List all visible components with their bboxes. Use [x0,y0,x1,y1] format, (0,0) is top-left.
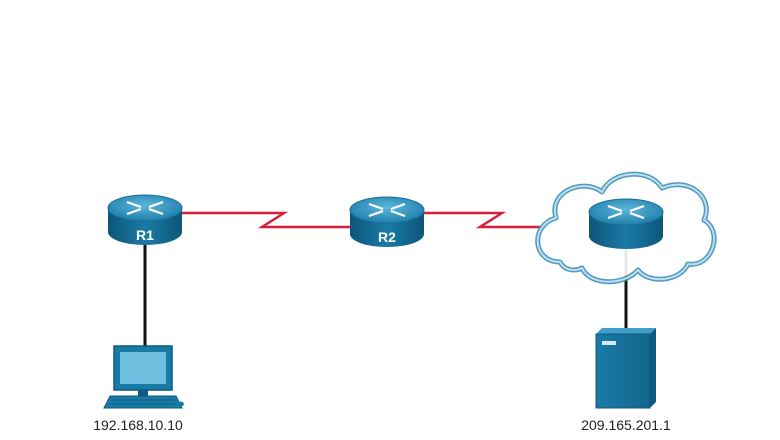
router-arrows-icon [607,204,645,220]
router-r1[interactable]: R1 [107,194,183,245]
router-label-r1: R1 [136,227,154,243]
server-icon [595,328,656,409]
router-label-r2: R2 [378,229,396,245]
serial-link-r2-isp [424,211,542,229]
router-arrows-icon [126,200,164,216]
router-isp[interactable] [588,198,664,249]
router-r2[interactable]: R2 [349,196,425,247]
server-host[interactable]: 209.165.201.1 [581,328,671,433]
router-arrows-icon [368,202,406,218]
server-ip-label: 209.165.201.1 [581,417,671,433]
pc-icon [103,345,184,409]
pc-ip-label: 192.168.10.10 [93,417,183,433]
serial-link-r1-r2 [182,211,350,229]
pc-host[interactable]: 192.168.10.10 [93,345,184,433]
